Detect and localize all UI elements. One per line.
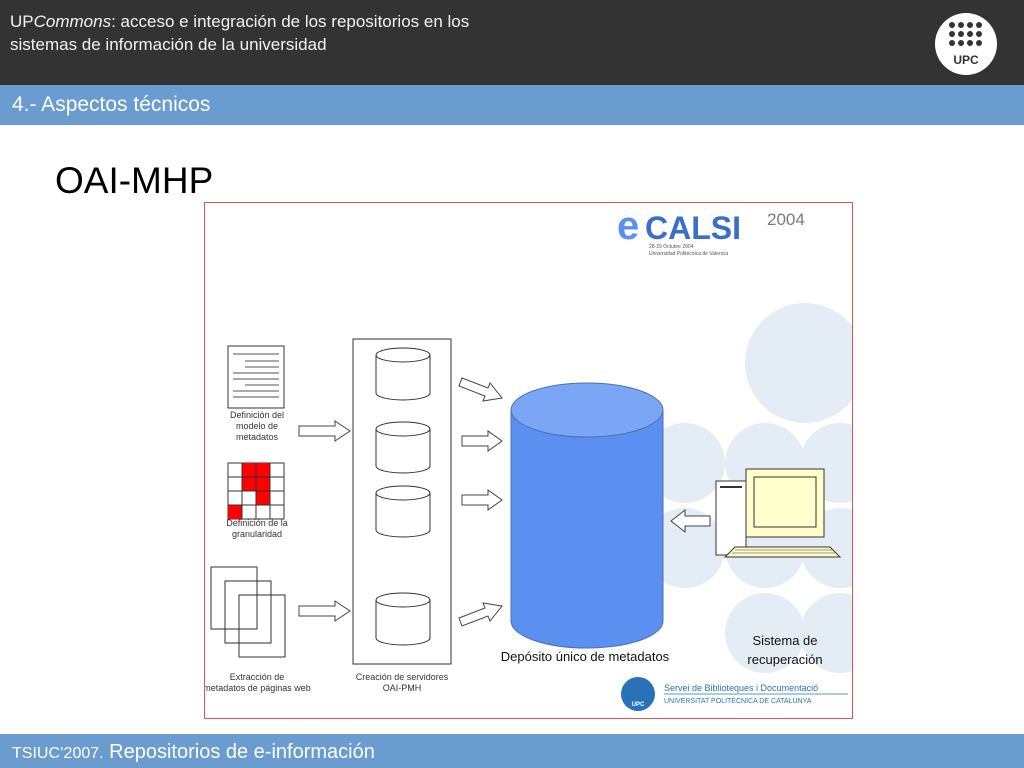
ecalsi-venue: Universidad Politécnica de Valencia: [649, 251, 728, 257]
label-creation-1: Creación de servidores: [356, 672, 449, 682]
slide-title: OAI-MHP: [55, 160, 214, 201]
label-def-model-3: metadatos: [236, 432, 279, 442]
web-pages-icon: [210, 566, 286, 658]
label-def-gran-2: granularidad: [232, 529, 282, 539]
ecalsi-year: 2004: [767, 210, 805, 229]
ecalsi-brand: CALSI: [645, 210, 741, 246]
section-bar: 4.- Aspectos técnicos: [0, 85, 1024, 125]
footer-text: TSIUC’2007. Repositorios de e-informació…: [12, 741, 375, 764]
computer-icon: [715, 468, 842, 558]
ecalsi-e-icon: e: [617, 204, 639, 248]
arrow-icon: [458, 377, 503, 627]
arrow-icon: [298, 420, 351, 622]
ecalsi-date: 28-29 Octubre 2004: [649, 244, 694, 250]
label-extraction-1: Extracción de: [230, 672, 285, 682]
footer-bar: TSIUC’2007. Repositorios de e-informació…: [0, 734, 1024, 768]
upc-logo-icon: UPC: [935, 13, 997, 75]
repository-cylinder-icon: [510, 382, 664, 649]
label-repository: Depósito único de metadatos: [501, 649, 670, 664]
label-retrieval-1: Sistema de: [752, 633, 817, 648]
sbd-logo: UPC Servei de Biblioteques i Documentaci…: [621, 677, 848, 711]
header-title-italic: Commons: [33, 12, 112, 31]
label-def-gran-1: Definición de la: [226, 518, 288, 528]
label-def-model-1: Definición del: [230, 410, 284, 420]
document-icon: [227, 345, 285, 409]
sbd-line2: UNIVERSITAT POLITÈCNICA DE CATALUNYA: [664, 696, 812, 705]
sbd-logo-text: UPC: [632, 702, 645, 708]
header-title-prefix: UP: [10, 12, 34, 31]
sbd-logo-icon: [621, 677, 655, 711]
server-cylinder-icon: [375, 347, 431, 646]
sbd-line1: Servei de Biblioteques i Documentació: [664, 683, 818, 693]
footer-title: Repositorios de e-información: [103, 741, 375, 763]
ecalsi-logo: e CALSI 2004 28-29 Octubre 2004 Universi…: [617, 204, 805, 257]
upc-logo-text: UPC: [953, 53, 979, 67]
label-retrieval-2: recuperación: [747, 652, 822, 667]
label-extraction-2: metadatos de páginas web: [205, 683, 311, 693]
label-creation-2: OAI-PMH: [383, 683, 422, 693]
footer-prefix: TSIUC’2007.: [12, 745, 104, 762]
granularity-grid-icon: [227, 462, 285, 520]
header-bar: UPCommons: acceso e integración de los r…: [0, 0, 1024, 85]
label-def-model-2: modelo de: [236, 421, 278, 431]
section-title: 4.- Aspectos técnicos: [12, 93, 211, 116]
header-title-line2: sistemas de información de la universida…: [10, 35, 327, 54]
arrow-icon: [670, 508, 711, 534]
oai-pmh-diagram: e CALSI 2004 28-29 Octubre 2004 Universi…: [204, 202, 853, 719]
header-title-line1: : acceso e integración de los repositori…: [111, 12, 470, 31]
header-title: UPCommons: acceso e integración de los r…: [10, 10, 610, 56]
